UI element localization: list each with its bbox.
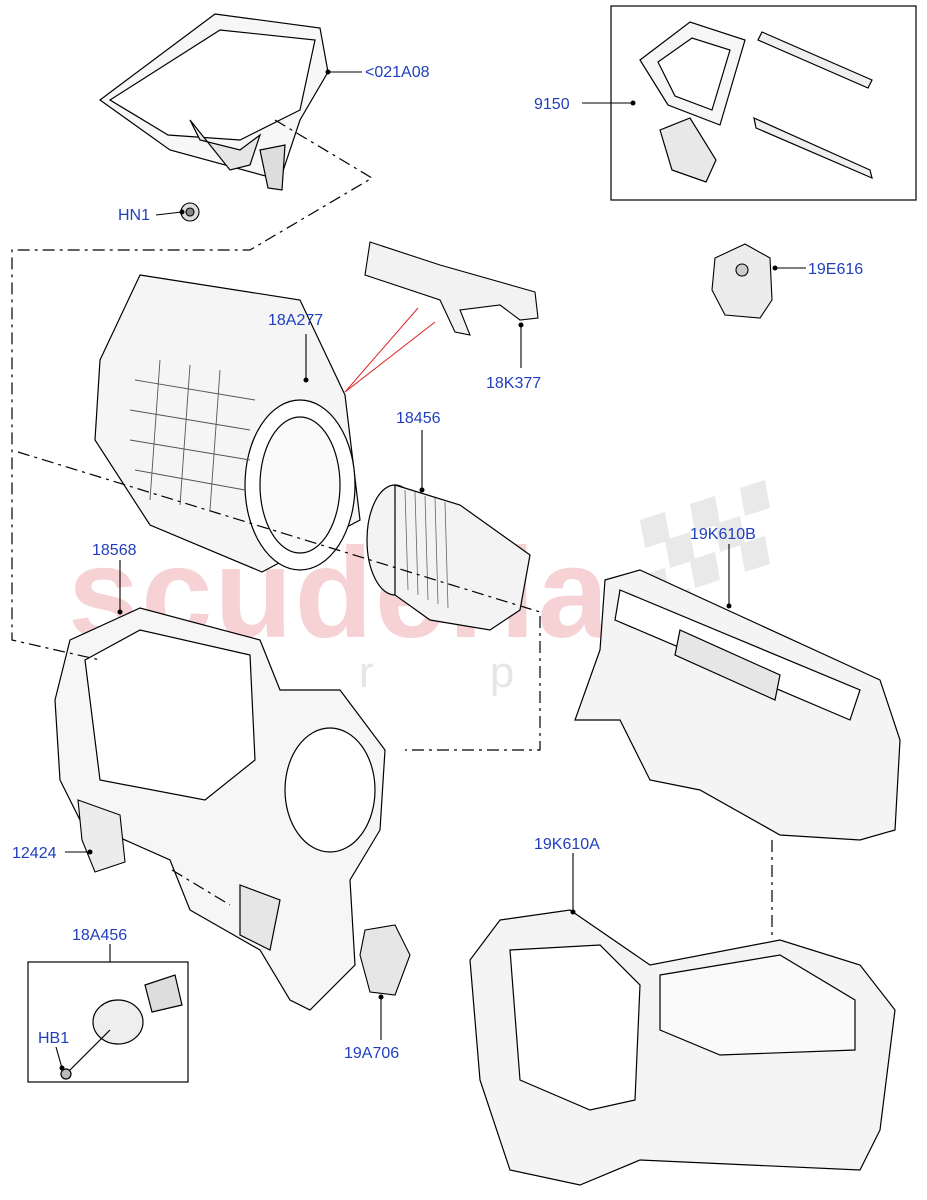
assembly-phantom-lines bbox=[11, 119, 773, 935]
blower-housing-upper[interactable] bbox=[94, 274, 361, 573]
linkage-lever[interactable] bbox=[364, 241, 539, 336]
leader-dots bbox=[59, 69, 778, 1071]
callout-19e616[interactable]: 19E616 bbox=[808, 261, 864, 278]
callout-18456[interactable]: 18456 bbox=[396, 410, 441, 427]
blower-resistor[interactable] bbox=[359, 924, 411, 996]
callout-021a08[interactable]: <021A08 bbox=[365, 64, 430, 81]
callout-hn1[interactable]: HN1 bbox=[118, 207, 151, 224]
accent-reference-lines bbox=[344, 307, 436, 393]
callout-18k377[interactable]: 18K377 bbox=[486, 375, 542, 392]
leader-lines bbox=[55, 71, 806, 1069]
heater-upper-case[interactable] bbox=[574, 569, 901, 841]
callout-19k610a[interactable]: 19K610A bbox=[534, 836, 600, 853]
motor-mount-kit[interactable] bbox=[27, 961, 189, 1083]
callout-19a706[interactable]: 19A706 bbox=[344, 1045, 400, 1062]
filter-housing-cover[interactable] bbox=[98, 13, 329, 191]
callout-18a277[interactable]: 18A277 bbox=[268, 312, 324, 329]
actuator-motor[interactable] bbox=[711, 243, 773, 319]
blower-housing-lower[interactable] bbox=[54, 607, 386, 1011]
blower-motor[interactable] bbox=[366, 484, 531, 631]
callout-9150[interactable]: 9150 bbox=[534, 96, 570, 113]
hn1-fastener[interactable] bbox=[180, 202, 200, 222]
callout-18a456[interactable]: 18A456 bbox=[72, 927, 128, 944]
callout-19k610b[interactable]: 19K610B bbox=[690, 526, 756, 543]
heater-lower-case[interactable] bbox=[469, 909, 896, 1186]
filter-kit-9150[interactable] bbox=[610, 5, 917, 201]
callout-hb1[interactable]: HB1 bbox=[38, 1030, 70, 1047]
callout-12424[interactable]: 12424 bbox=[12, 845, 57, 862]
callout-18568[interactable]: 18568 bbox=[92, 542, 137, 559]
